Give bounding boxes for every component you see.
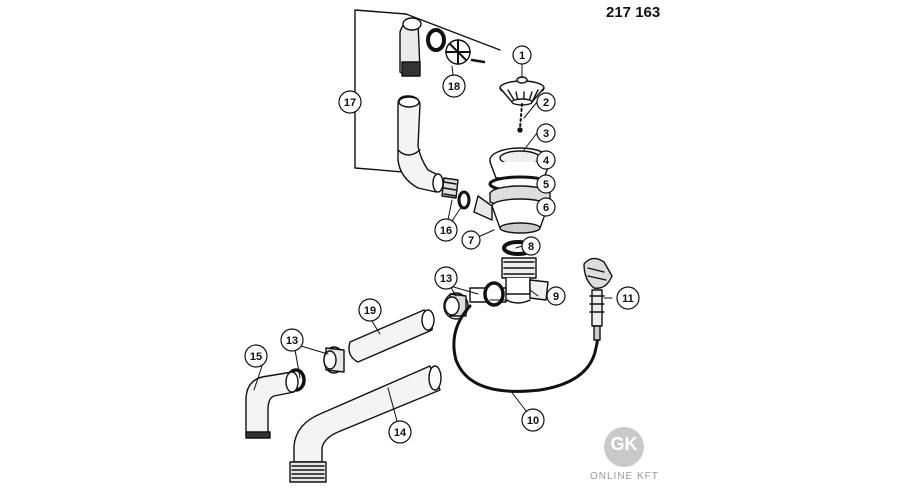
callout-7-label: 7 xyxy=(468,235,474,247)
callout-7 xyxy=(461,230,481,250)
callout-11-label: 11 xyxy=(622,293,634,305)
callout-17 xyxy=(338,90,362,114)
callout-13a xyxy=(434,266,458,290)
callout-8 xyxy=(521,236,541,256)
overflow-group-bracket-top xyxy=(405,13,501,51)
callout-19-label: 19 xyxy=(364,305,376,317)
callout-8-label: 8 xyxy=(528,241,534,253)
outlet-elbow xyxy=(245,371,299,439)
callout-6-label: 6 xyxy=(543,202,549,214)
callout-14-label: 14 xyxy=(394,427,407,439)
callouts xyxy=(244,45,640,444)
callout-6 xyxy=(536,197,556,217)
callout-17-label: 17 xyxy=(344,97,356,109)
overflow-connector-nut xyxy=(441,177,459,199)
overflow-group-bracket xyxy=(354,9,441,176)
callout-10 xyxy=(521,408,545,432)
callout-14 xyxy=(388,420,412,444)
callout-10-label: 10 xyxy=(527,415,539,427)
callout-11 xyxy=(616,286,640,310)
tee-junction xyxy=(469,257,549,304)
callout-3-label: 3 xyxy=(543,128,549,140)
company-logo: GK ONLINE KFT xyxy=(590,425,670,495)
logo-circle xyxy=(604,427,644,467)
callout-16 xyxy=(434,218,458,242)
strainer-pin xyxy=(519,103,523,129)
strainer-basket xyxy=(499,76,545,106)
callout-4-label: 4 xyxy=(543,155,550,167)
waste-handle xyxy=(583,257,613,341)
callout-16-label: 16 xyxy=(440,225,452,237)
drain-body xyxy=(473,185,551,234)
callout-18-label: 18 xyxy=(448,81,460,93)
callout-9-label: 9 xyxy=(553,291,559,303)
callout-9 xyxy=(546,286,566,306)
overflow-connector-washer xyxy=(457,190,471,210)
callout-5 xyxy=(536,174,556,194)
overflow-outlet-head xyxy=(399,17,422,77)
callout-1-label: 1 xyxy=(519,50,525,62)
callout-15-label: 15 xyxy=(250,351,262,363)
callout-2-label: 2 xyxy=(543,97,549,109)
tee-nut xyxy=(443,292,469,320)
logo-text: ONLINE KFT xyxy=(590,471,659,482)
pipe-nut xyxy=(323,346,345,374)
callout-19 xyxy=(358,298,382,322)
callout-13a-label: 13 xyxy=(440,273,452,285)
part-code: 217 163 xyxy=(606,4,661,21)
bowden-cable xyxy=(452,304,600,393)
overflow-screw xyxy=(470,58,486,64)
callout-5-label: 5 xyxy=(543,179,549,191)
callout-18 xyxy=(442,74,466,98)
logo-mark: GK xyxy=(610,434,638,454)
callout-1 xyxy=(512,45,532,65)
tee-seal-ring xyxy=(483,281,505,307)
sink-flange xyxy=(489,147,551,179)
overflow-gasket xyxy=(426,28,446,52)
callout-2 xyxy=(536,92,556,112)
callout-4 xyxy=(536,150,556,170)
straight-pipe xyxy=(348,309,435,363)
callout-13b xyxy=(280,328,304,352)
callout-15 xyxy=(244,344,268,368)
overflow-pipe xyxy=(397,95,444,193)
callout-13b-label: 13 xyxy=(286,335,298,347)
overflow-cover xyxy=(445,39,471,65)
callout-3 xyxy=(536,123,556,143)
long-bend-pipe xyxy=(289,365,442,483)
